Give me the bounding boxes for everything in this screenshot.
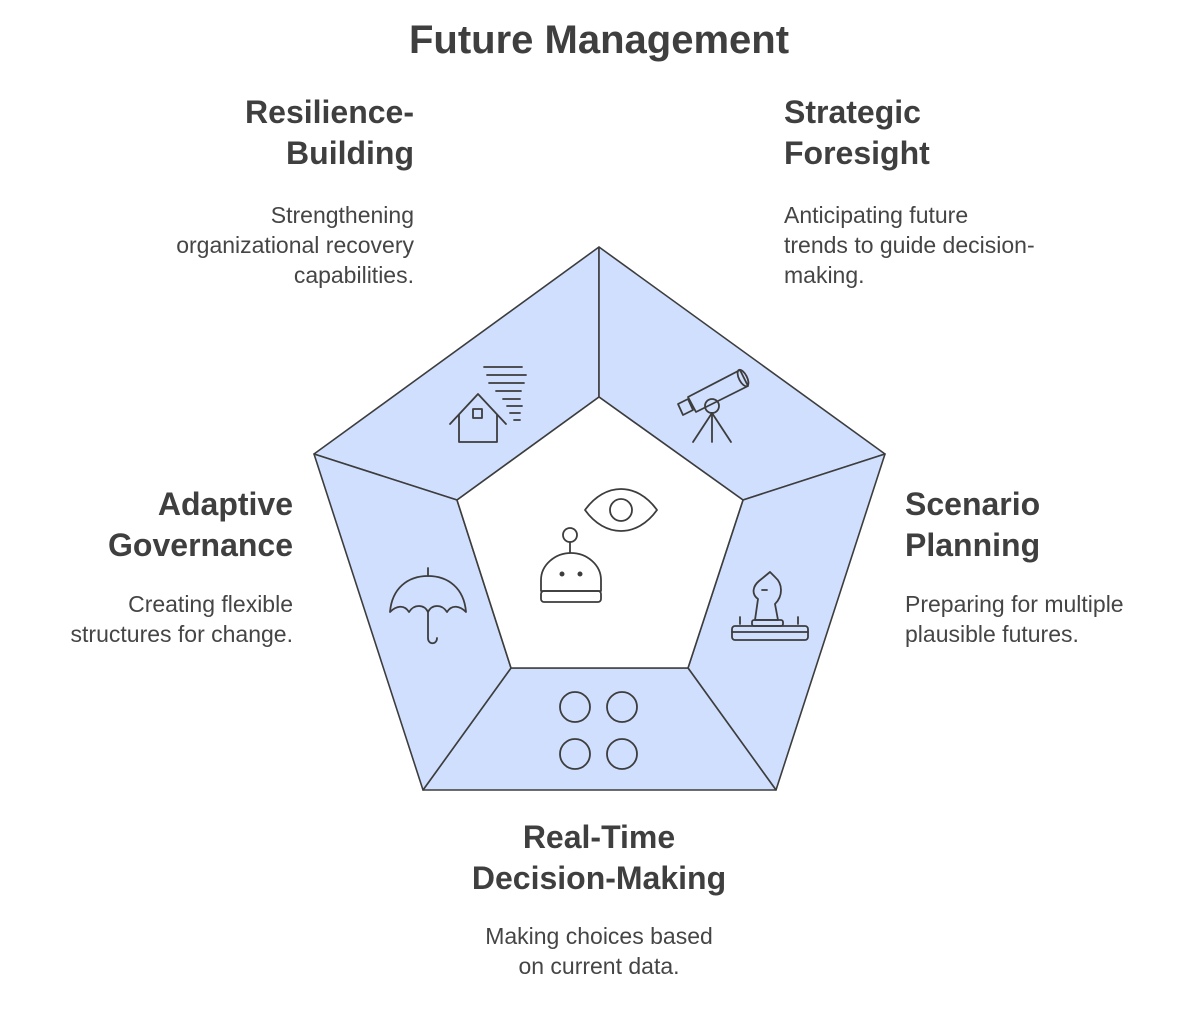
house-storm-icon <box>449 366 527 443</box>
four-circles-icon <box>559 691 638 770</box>
diagram-title: Future Management <box>408 18 790 62</box>
eye-icon <box>584 488 658 532</box>
chess-knight-board-icon <box>731 571 809 641</box>
pentagon-center <box>456 396 744 669</box>
telescope-icon <box>677 368 750 443</box>
segment-heading: Resilience-Building <box>245 94 414 171</box>
robot-icon <box>540 527 602 603</box>
umbrella-icon <box>389 567 467 645</box>
